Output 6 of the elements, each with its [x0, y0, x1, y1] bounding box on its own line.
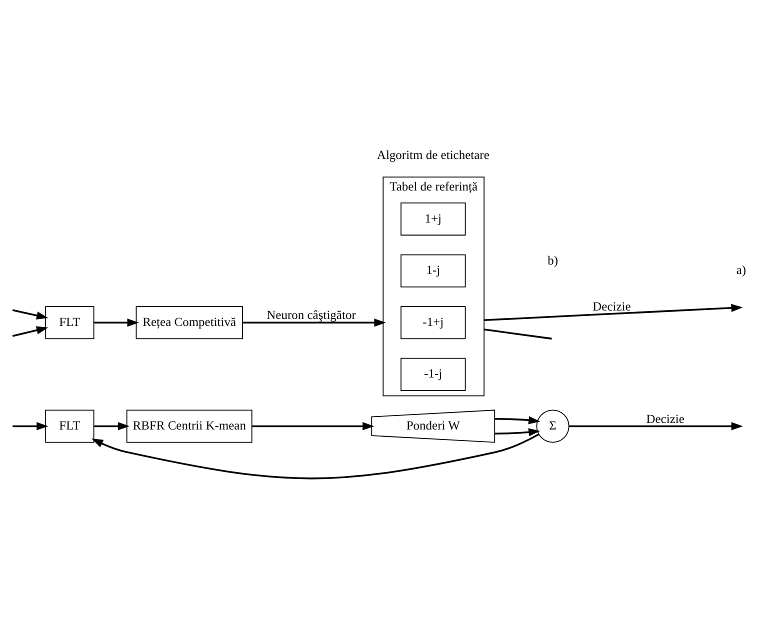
label: a) — [736, 263, 746, 278]
edge-label: Decizie — [592, 299, 631, 314]
edge-label: Neuron câştigător — [266, 308, 356, 322]
label: b) — [548, 253, 558, 268]
edge-label: Decizie — [646, 412, 684, 426]
node-label: Algoritm de etichetare — [376, 148, 490, 162]
